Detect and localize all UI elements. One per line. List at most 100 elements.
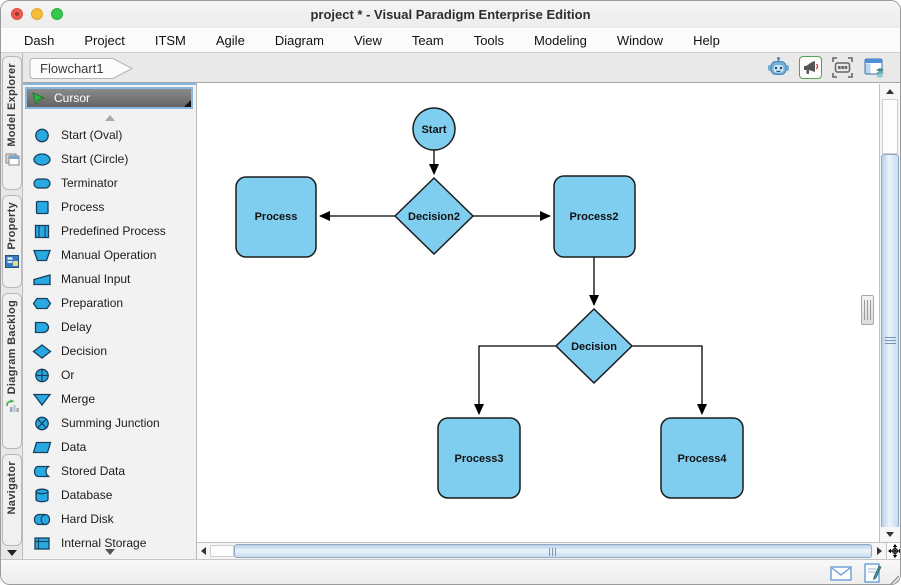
node-decision2[interactable]: Decision2 bbox=[393, 176, 475, 256]
storyboard-icon[interactable] bbox=[831, 56, 854, 79]
announcement-icon[interactable] bbox=[799, 56, 822, 79]
palette-item-stored-data[interactable]: Stored Data bbox=[23, 459, 196, 483]
sidebar-tab-model-explorer[interactable]: Model Explorer bbox=[2, 56, 22, 190]
panel-layout-icon[interactable] bbox=[863, 56, 886, 79]
palette-item-start-circle[interactable]: Start (Circle) bbox=[23, 147, 196, 171]
node-label: Decision2 bbox=[408, 211, 460, 223]
menu-window[interactable]: Window bbox=[616, 32, 664, 48]
palette-item-manual-input[interactable]: Manual Input bbox=[23, 267, 196, 291]
robot-assistant-icon[interactable] bbox=[767, 56, 790, 79]
palette-item-label: Start (Oval) bbox=[61, 128, 123, 142]
internal-storage-icon bbox=[34, 536, 50, 550]
scroll-right-button[interactable] bbox=[873, 543, 886, 559]
diagram-canvas[interactable]: Start Decision2 Process Process2 Decisio… bbox=[197, 84, 879, 542]
node-process4[interactable]: Process4 bbox=[660, 417, 744, 499]
minimize-button[interactable] bbox=[31, 8, 43, 20]
connector-decision-process4[interactable] bbox=[631, 345, 707, 415]
node-label: Process2 bbox=[570, 211, 619, 223]
palette-cursor-label: Cursor bbox=[54, 91, 91, 105]
terminator-icon bbox=[33, 177, 51, 189]
palette-item-manual-operation[interactable]: Manual Operation bbox=[23, 243, 196, 267]
sidebar-tab-diagram-backlog[interactable]: Diagram Backlog bbox=[2, 293, 22, 449]
vertical-scroll-track bbox=[882, 99, 898, 154]
start-oval-icon bbox=[35, 128, 49, 142]
preparation-icon bbox=[32, 297, 52, 309]
vertical-scroll-thumb[interactable] bbox=[881, 154, 899, 528]
menu-dash[interactable]: Dash bbox=[24, 32, 55, 48]
property-icon bbox=[5, 254, 19, 268]
close-button[interactable] bbox=[11, 8, 23, 20]
palette-item-label: Process bbox=[61, 200, 105, 214]
data-icon bbox=[32, 441, 52, 453]
shape-palette: Cursor Start (Oval) Start (Circle) Termi… bbox=[23, 83, 197, 559]
horizontal-scroll-thumb[interactable] bbox=[234, 544, 872, 558]
palette-scroll-up-icon[interactable] bbox=[104, 115, 115, 121]
vertical-scrollbar bbox=[879, 84, 900, 542]
node-label: Process4 bbox=[678, 453, 728, 465]
tab-bar: Flowchart1 bbox=[1, 53, 900, 83]
palette-scroll-down-icon[interactable] bbox=[104, 549, 115, 555]
cursor-corner-icon bbox=[184, 100, 191, 107]
palette-item-label: Hard Disk bbox=[61, 512, 114, 526]
palette-cursor-tool[interactable]: Cursor bbox=[25, 87, 193, 109]
predefined-process-icon bbox=[34, 224, 50, 238]
node-start[interactable]: Start bbox=[412, 107, 456, 151]
palette-item-predefined-process[interactable]: Predefined Process bbox=[23, 219, 196, 243]
palette-item-delay[interactable]: Delay bbox=[23, 315, 196, 339]
zoom-button[interactable] bbox=[51, 8, 63, 20]
connector-decision-process3[interactable] bbox=[474, 345, 557, 415]
manual-input-icon bbox=[33, 273, 51, 285]
palette-item-hard-disk[interactable]: Hard Disk bbox=[23, 507, 196, 531]
panel-splitter-handle[interactable] bbox=[861, 295, 874, 325]
menu-view[interactable]: View bbox=[353, 32, 382, 48]
or-icon bbox=[35, 368, 49, 382]
palette-item-preparation[interactable]: Preparation bbox=[23, 291, 196, 315]
palette-item-label: Preparation bbox=[61, 296, 124, 310]
hard-disk-icon bbox=[33, 513, 51, 525]
process-icon bbox=[35, 200, 49, 214]
menu-modeling[interactable]: Modeling bbox=[534, 32, 587, 48]
node-process[interactable]: Process bbox=[235, 176, 317, 258]
sidebar-tab-label: Diagram Backlog bbox=[6, 300, 18, 395]
palette-item-label: Decision bbox=[61, 344, 108, 358]
palette-item-internal-storage[interactable]: Internal Storage bbox=[23, 531, 196, 555]
node-decision[interactable]: Decision bbox=[554, 307, 634, 385]
menu-itsm[interactable]: ITSM bbox=[154, 32, 186, 48]
node-label: Process bbox=[255, 211, 298, 223]
menu-help[interactable]: Help bbox=[693, 32, 720, 48]
palette-item-summing-junction[interactable]: Summing Junction bbox=[23, 411, 196, 435]
scroll-up-button[interactable] bbox=[880, 84, 900, 99]
mail-icon[interactable] bbox=[830, 566, 852, 581]
sidebar-more-tabs-icon[interactable] bbox=[7, 550, 17, 556]
palette-item-database[interactable]: Database bbox=[23, 483, 196, 507]
palette-item-data[interactable]: Data bbox=[23, 435, 196, 459]
menu-team[interactable]: Team bbox=[411, 32, 444, 48]
palette-item-label: Data bbox=[61, 440, 87, 454]
node-process2[interactable]: Process2 bbox=[553, 175, 636, 258]
pan-diagram-button[interactable] bbox=[886, 542, 900, 559]
delay-icon bbox=[34, 321, 50, 333]
notes-icon[interactable] bbox=[864, 563, 882, 584]
menu-project[interactable]: Project bbox=[84, 32, 125, 48]
menu-agile[interactable]: Agile bbox=[215, 32, 245, 48]
menu-tools[interactable]: Tools bbox=[473, 32, 505, 48]
node-label: Start bbox=[421, 124, 446, 136]
sidebar-tab-navigator[interactable]: Navigator bbox=[2, 454, 22, 546]
decision-icon bbox=[32, 343, 52, 359]
cursor-icon bbox=[32, 91, 45, 105]
palette-item-merge[interactable]: Merge bbox=[23, 387, 196, 411]
tab-flowchart1[interactable]: Flowchart1 bbox=[29, 57, 137, 80]
scroll-down-button[interactable] bbox=[880, 527, 900, 542]
menu-bar: Dash Project ITSM Agile Diagram View Tea… bbox=[1, 28, 900, 53]
palette-item-terminator[interactable]: Terminator bbox=[23, 171, 196, 195]
sidebar-tab-property[interactable]: Property bbox=[2, 195, 22, 288]
menu-diagram[interactable]: Diagram bbox=[274, 32, 324, 48]
scroll-left-button[interactable] bbox=[197, 543, 210, 559]
palette-item-process[interactable]: Process bbox=[23, 195, 196, 219]
palette-item-start-oval[interactable]: Start (Oval) bbox=[23, 123, 196, 147]
node-process3[interactable]: Process3 bbox=[437, 417, 521, 499]
palette-item-or[interactable]: Or bbox=[23, 363, 196, 387]
palette-item-decision[interactable]: Decision bbox=[23, 339, 196, 363]
horizontal-scrollbar bbox=[197, 542, 886, 559]
window-resize-grip[interactable] bbox=[886, 572, 899, 585]
